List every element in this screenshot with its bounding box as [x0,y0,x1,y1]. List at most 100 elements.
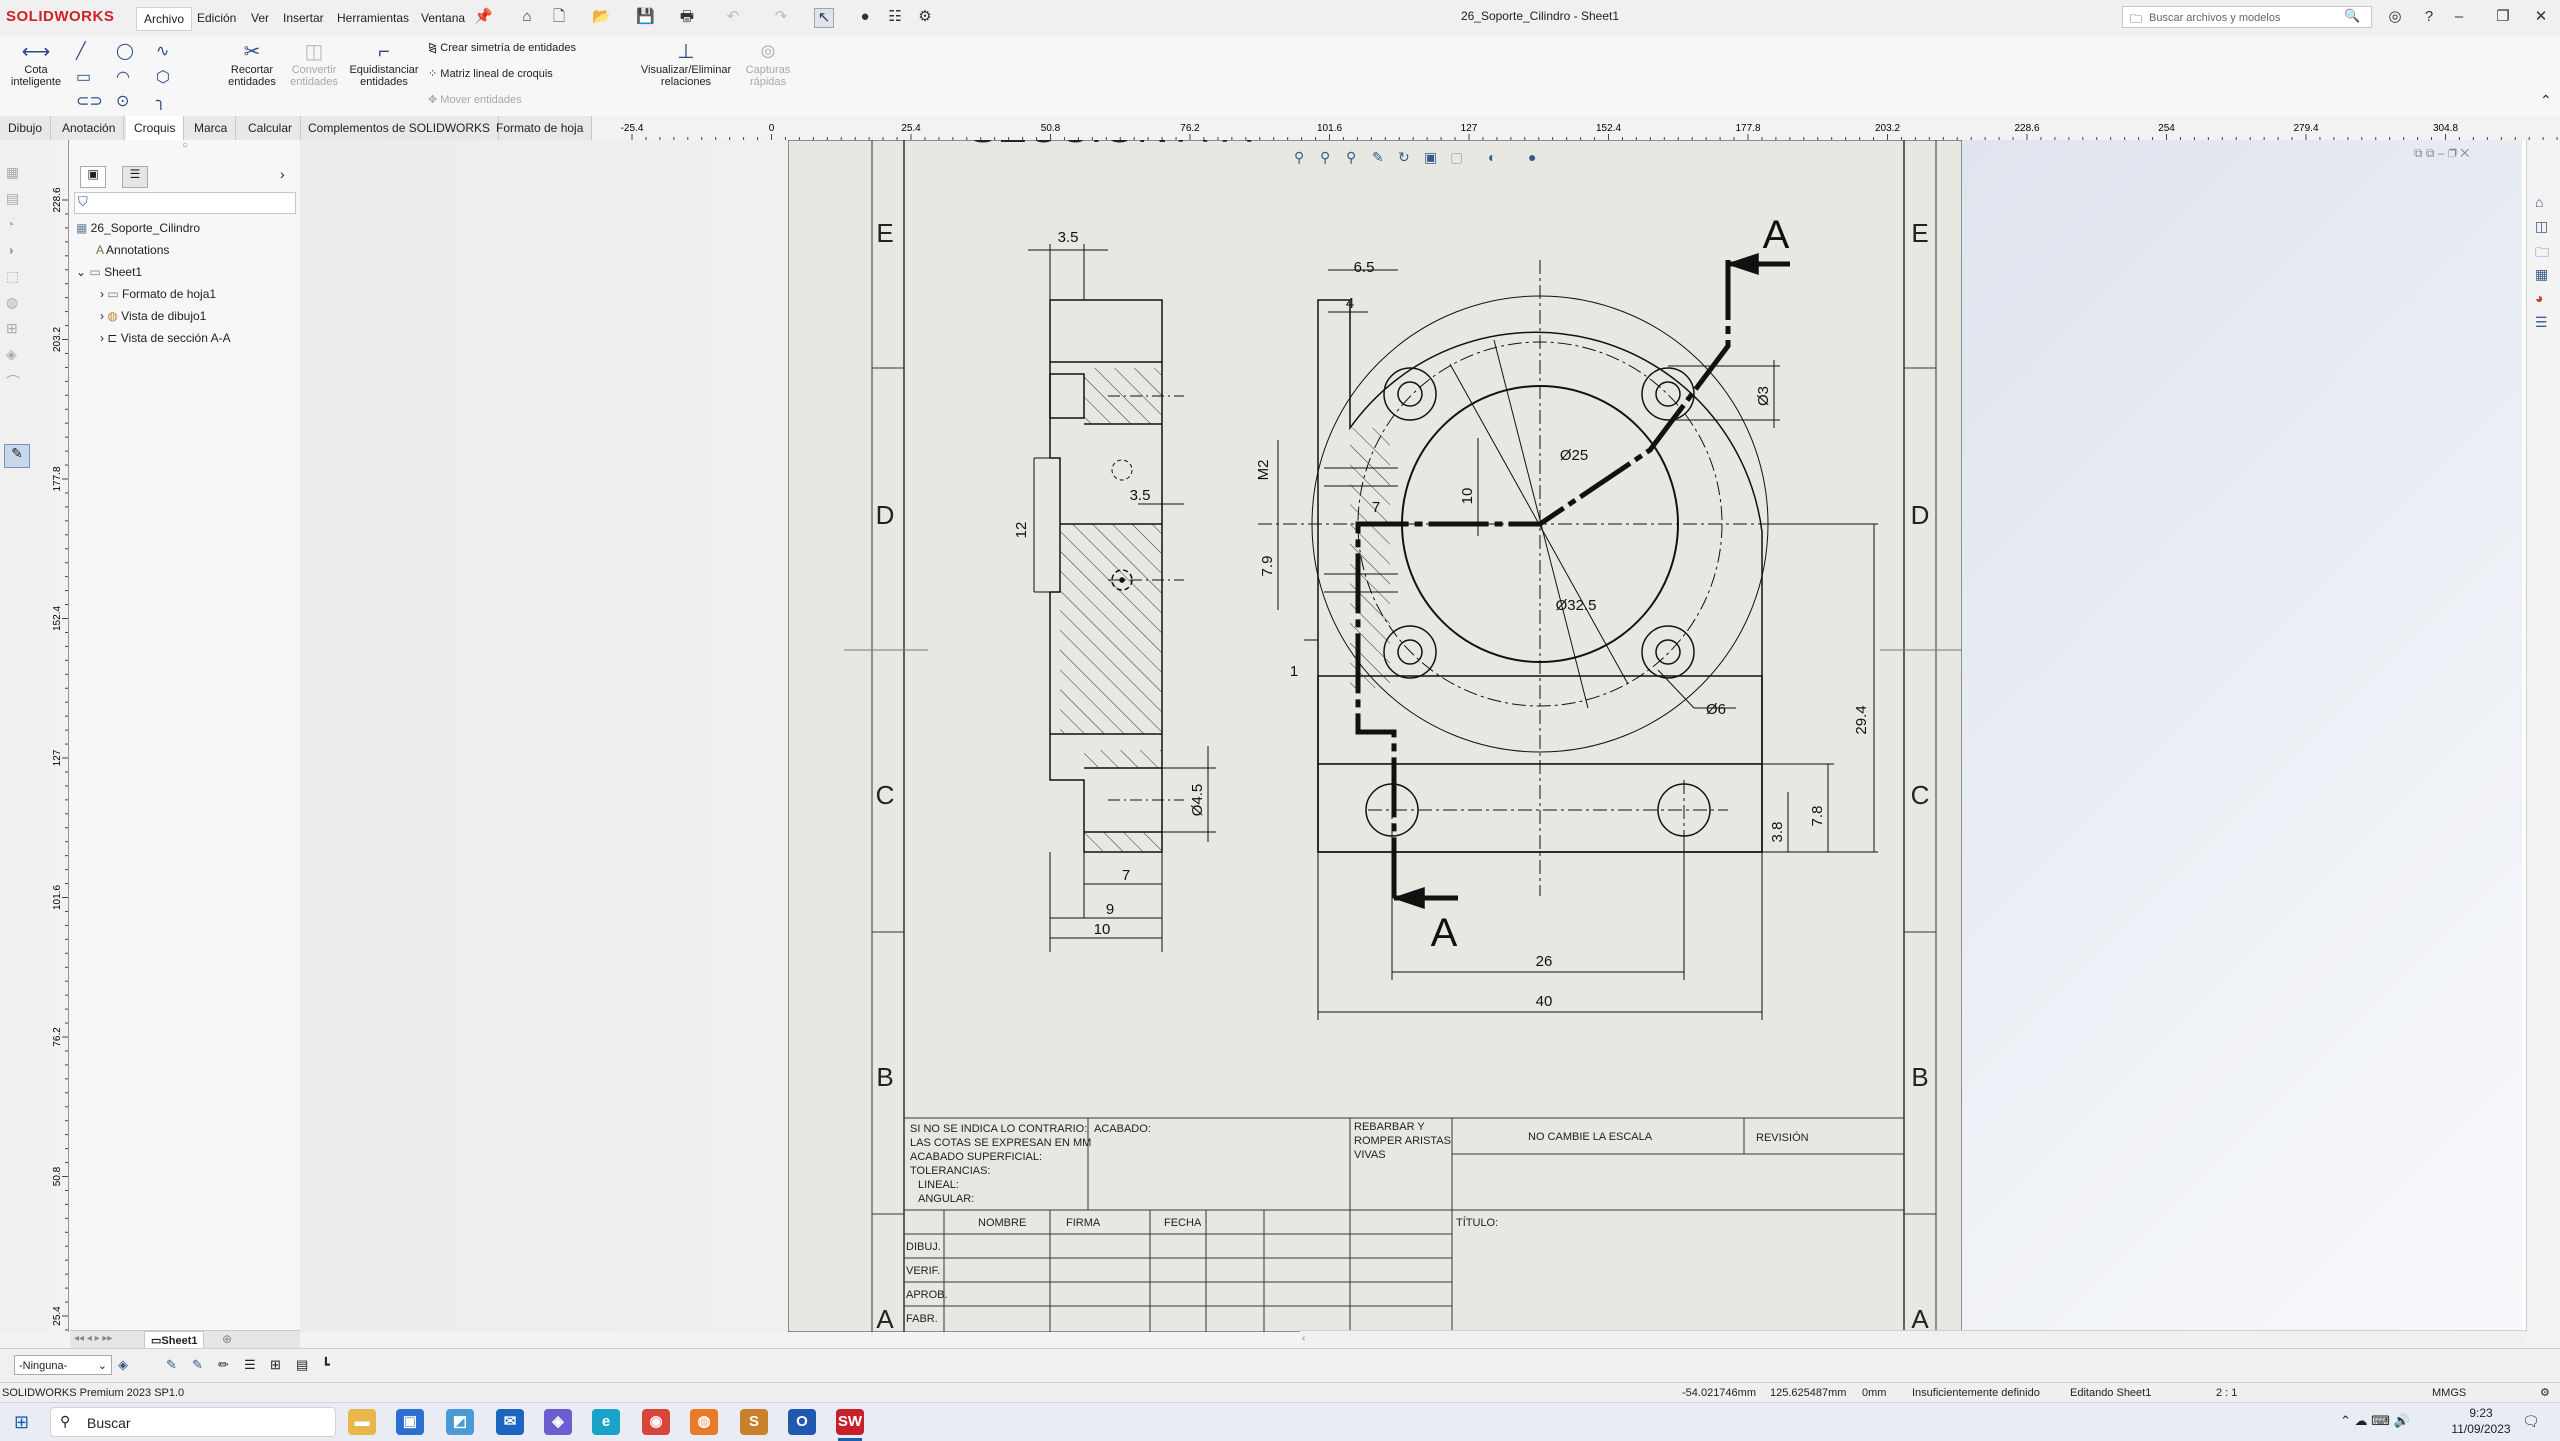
windows-start-icon[interactable]: ⊞ [14,1412,30,1432]
circle-icon[interactable]: ◯ [116,43,134,60]
quick-snaps-button[interactable]: ⊚ Capturas rápidas [738,40,798,88]
convert-entities-button[interactable]: ◫ Convertir entidades [284,40,344,88]
dim-26[interactable]: 26 [1536,953,1553,970]
feature-manager-tab-icon[interactable]: ▣ [80,166,106,188]
menu-ver[interactable]: Ver [251,11,270,25]
select-icon[interactable]: ↖ [814,8,834,28]
print-icon[interactable]: 🖶 [679,8,695,25]
dim-9[interactable]: 9 [1106,901,1114,918]
layer-properties-icon[interactable]: ◈ [118,1357,128,1372]
firefox-app-icon[interactable]: ◍ [690,1409,718,1435]
tab-dibujo[interactable]: Dibujo [0,116,52,140]
dim-diameter-4-5[interactable]: Ø4.5 [1189,784,1206,817]
dim-7[interactable]: 7 [1372,499,1380,516]
tree-vista-de-seccion[interactable]: › ⊏ Vista de sección A-A [100,331,231,345]
undo-icon[interactable]: ↶ [726,8,740,25]
dim-4[interactable]: 4 [1346,295,1354,312]
arc-icon[interactable]: ◠ [116,69,130,86]
collapse-ribbon-icon[interactable]: ⌃ [2540,92,2552,108]
appearances-icon[interactable]: ◕ [2535,290,2544,306]
expand-panel-icon[interactable]: › [280,166,285,182]
dim-m2[interactable]: M2 [1255,460,1272,481]
display-relations-button[interactable]: ⊥ Visualizar/Eliminar relaciones [636,40,736,88]
home-icon[interactable]: ⌂ [2535,194,2544,210]
search-input[interactable]: Buscar archivos y modelos [2122,6,2372,28]
solidworks-logo[interactable]: SOLIDWORKS [6,8,115,25]
dim-7[interactable]: 7 [1122,867,1130,884]
linear-pattern-button[interactable]: ⁘ Matriz lineal de croquis [428,68,553,80]
dim-1[interactable]: 1 [1290,663,1298,680]
menu-herramientas[interactable]: Herramientas [337,11,410,25]
tool-icon-9[interactable]: ⌒ [6,374,20,390]
tab-anotacion[interactable]: Anotación [54,116,125,140]
dim-10[interactable]: 10 [1094,921,1111,938]
tool-icon-4[interactable]: ◑ [6,242,15,258]
tool-icon-5[interactable]: ⬚ [6,268,20,284]
filter-icon[interactable]: ⛉ [78,194,88,209]
offset-entities-button[interactable]: ⌐ Equidistanciar entidades [346,40,422,88]
dim-3-5[interactable]: 3.5 [1130,487,1151,504]
sheet-tab[interactable]: ▭Sheet1 [144,1331,205,1351]
tool-icon-3[interactable]: ◔ [6,216,15,232]
notifications-icon[interactable]: 🗨 [2522,1413,2540,1429]
store-app-icon[interactable]: ▣ [396,1409,424,1435]
tree-annotations[interactable]: A Annotations [96,243,170,257]
chrome-app-icon[interactable]: ◉ [642,1409,670,1435]
tab-marca[interactable]: Marca [186,116,237,140]
dim-6-5[interactable]: 6.5 [1354,259,1375,276]
horizontal-scrollbar[interactable]: ‹ [1300,1330,2526,1349]
units-status[interactable]: MMGS [2432,1387,2467,1399]
options-gear-icon[interactable]: ⚙ [918,8,932,25]
smart-dimension-button[interactable]: ⟷ Cota inteligente [6,40,66,88]
scale-status[interactable]: 2 : 1 [2216,1387,2238,1399]
dim-7-8[interactable]: 7.8 [1809,806,1826,827]
heads-up-view-toolbar[interactable]: ⚲⚲⚲✎↻▣▢◐● [1294,149,1536,165]
line-style-icon[interactable]: ✏ [218,1357,229,1372]
dim-40[interactable]: 40 [1536,993,1553,1010]
redo-icon[interactable]: ↷ [774,8,788,25]
customize-status-icon[interactable]: ⚙ [2540,1387,2550,1399]
tree-sheet[interactable]: ⌄ ▭ Sheet1 [76,265,143,279]
dim-3-8[interactable]: 3.8 [1769,822,1786,843]
slot-icon[interactable]: ⊂⊃ [76,93,103,110]
point-icon[interactable]: ⊙ [116,93,130,110]
view-palette-icon[interactable]: ▦ [2535,266,2549,282]
home-icon[interactable]: ⌂ [522,8,532,25]
tool-icon-6[interactable]: ◍ [6,294,19,310]
hide-show-edges-icon[interactable]: ⊞ [270,1357,281,1372]
drawing-sheet[interactable]: E D C B A E D C B A SECCIÓN A-A ⚲⚲⚲✎↻▣▢◐… [788,140,1962,1332]
system-tray-icons[interactable]: ⌃ ☁ ⌨ 🔊 [2340,1413,2410,1428]
scroll-left-icon[interactable]: ‹ [1302,1333,1306,1344]
tree-root[interactable]: ▦ 26_Soporte_Cilindro [76,221,201,235]
mirror-entities-button[interactable]: ⧎ Crear simetría de entidades [428,42,577,54]
dim-3-5[interactable]: 3.5 [1058,229,1079,246]
dim-29-4[interactable]: 29.4 [1853,705,1870,734]
close-window-icon[interactable]: ✕ [2534,8,2548,25]
design-library-icon[interactable]: ◫ [2535,218,2549,234]
sketch-active-icon[interactable]: ✎ [4,444,30,468]
open-icon[interactable]: 📂 [592,8,611,25]
solidworks-app-icon[interactable]: SW [836,1409,864,1435]
user-icon[interactable]: ◎ [2388,8,2402,25]
dim-10[interactable]: 10 [1459,488,1476,505]
file-explorer-app-icon[interactable]: ▬ [348,1409,376,1435]
tree-formato-de-hoja[interactable]: › ▭ Formato de hoja1 [100,287,217,301]
restore-window-icon[interactable]: ❐ [2496,8,2510,25]
dim-diameter-32-5[interactable]: Ø32.5 [1556,597,1597,614]
help-icon[interactable]: ? [2424,8,2434,25]
dim-7-9[interactable]: 7.9 [1259,556,1276,577]
outlook-app-icon[interactable]: O [788,1409,816,1435]
photos-app-icon[interactable]: ◩ [446,1409,474,1435]
view-window-controls[interactable]: ⧉ ⧉ – ❐ ✕ [2414,146,2470,160]
tool-icon-1[interactable]: ▦ [6,164,20,180]
traffic-light-icon[interactable]: ● [860,8,870,25]
tree-vista-de-dibujo[interactable]: › ◍ Vista de dibujo1 [100,309,207,323]
polygon-icon[interactable]: ⬡ [156,69,170,86]
rectangle-icon[interactable]: ▭ [76,69,92,86]
dim-12[interactable]: 12 [1013,522,1030,539]
pin-icon[interactable]: 📌 [474,8,493,25]
property-manager-tab-icon[interactable]: ☰ [122,166,148,188]
grid-icon[interactable]: ┗ [322,1357,330,1372]
tool-icon-2[interactable]: ▤ [6,190,20,206]
